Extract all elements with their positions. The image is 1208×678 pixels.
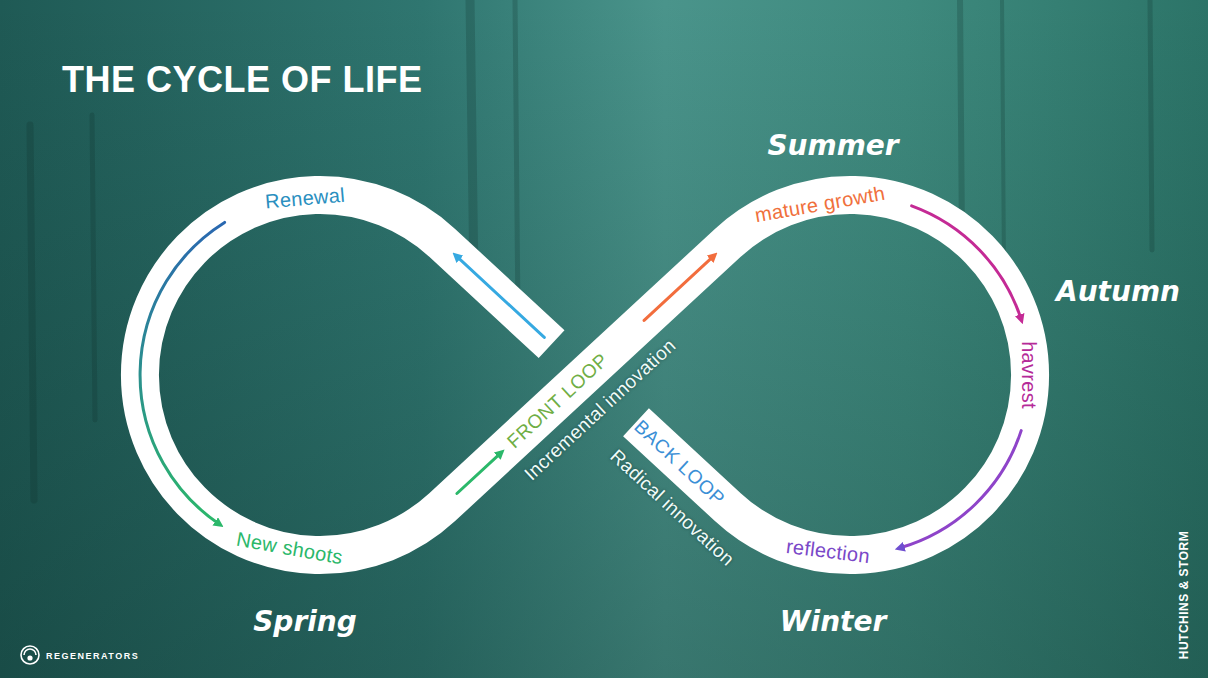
stage-label: New shoots [235,529,344,567]
season-label: Summer [767,132,898,160]
flow-arrows [140,206,1021,548]
stage-label: Renewal [264,184,345,211]
flow-arrow [912,206,1022,320]
logo-ring [21,646,39,664]
season-label: Spring [253,608,357,636]
flow-arrow [456,256,544,338]
stage-label: havrest [1018,341,1038,409]
credit-watermark: HUTCHINS & STORM [1178,531,1190,659]
tree-trunk [1150,0,1152,250]
tree-trunk [960,0,962,240]
logo-watermark: REGENERATORS [46,652,139,661]
tree-trunk [1002,0,1004,270]
tree-trunk [515,0,518,320]
tree-trunk [92,115,95,420]
diagram-title: THE CYCLE OF LIFE [62,62,423,98]
season-label: Autumn [1056,278,1180,306]
tree-trunk [30,125,34,500]
logo-arc [24,649,36,655]
infinity-band [140,195,1030,555]
season-label: Winter [780,608,887,636]
stage-label: reflection [785,536,871,566]
flow-arrow [140,222,225,524]
flow-arrow [644,256,714,321]
tree-trunk [470,0,474,280]
flow-arrow [900,431,1022,548]
stage-label: mature growth [753,182,886,225]
logo-dot [28,656,32,660]
flow-arrow [457,453,501,494]
logo-icon [21,646,39,664]
